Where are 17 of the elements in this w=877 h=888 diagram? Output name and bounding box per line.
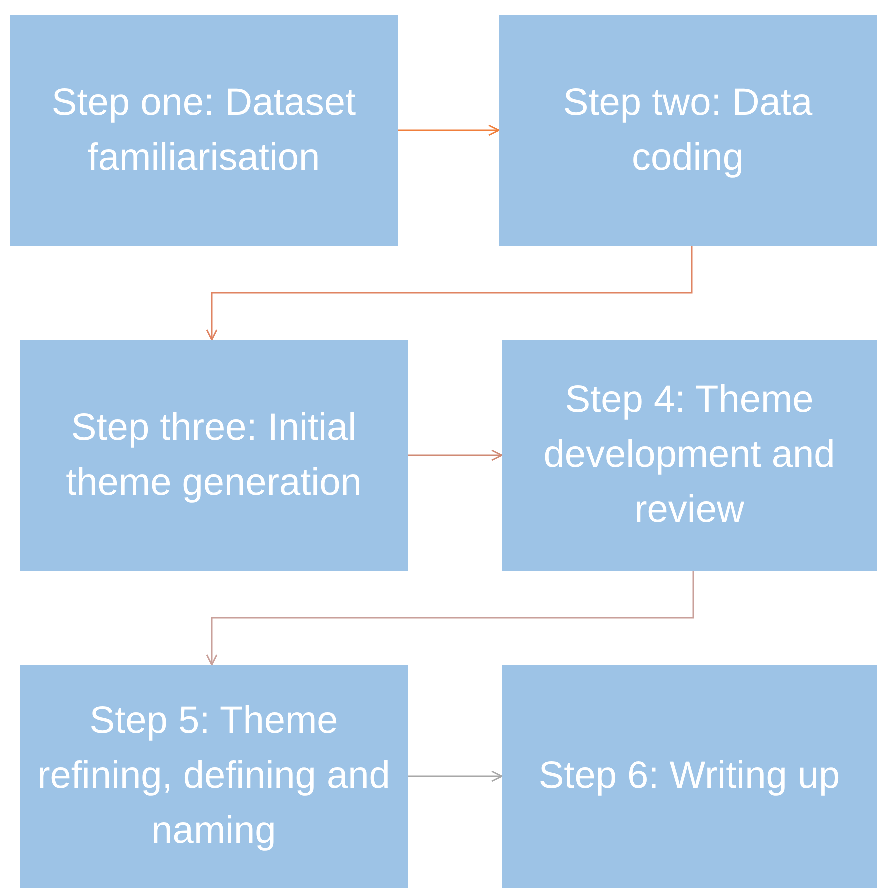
arrow bbox=[398, 124, 500, 136]
step-label: Step 4: Theme development and review bbox=[542, 378, 836, 533]
arrow bbox=[206, 246, 693, 341]
process-box bbox=[20, 340, 408, 571]
step-label: Step three: Initial theme generation bbox=[65, 406, 363, 506]
step-label: Step two: Data coding bbox=[562, 80, 814, 180]
process-box bbox=[20, 665, 408, 888]
arrow bbox=[408, 770, 503, 782]
process-box bbox=[502, 665, 877, 888]
step-label: Step one: Dataset familiarisation bbox=[50, 80, 358, 180]
process-box bbox=[502, 340, 877, 571]
process-box bbox=[10, 15, 398, 246]
process-box bbox=[499, 15, 877, 246]
step-label: Step 5: Theme refining, defining and naming bbox=[36, 699, 392, 854]
arrow bbox=[206, 571, 694, 666]
arrow bbox=[408, 450, 503, 462]
step-label: Step 6: Writing up bbox=[538, 754, 840, 799]
